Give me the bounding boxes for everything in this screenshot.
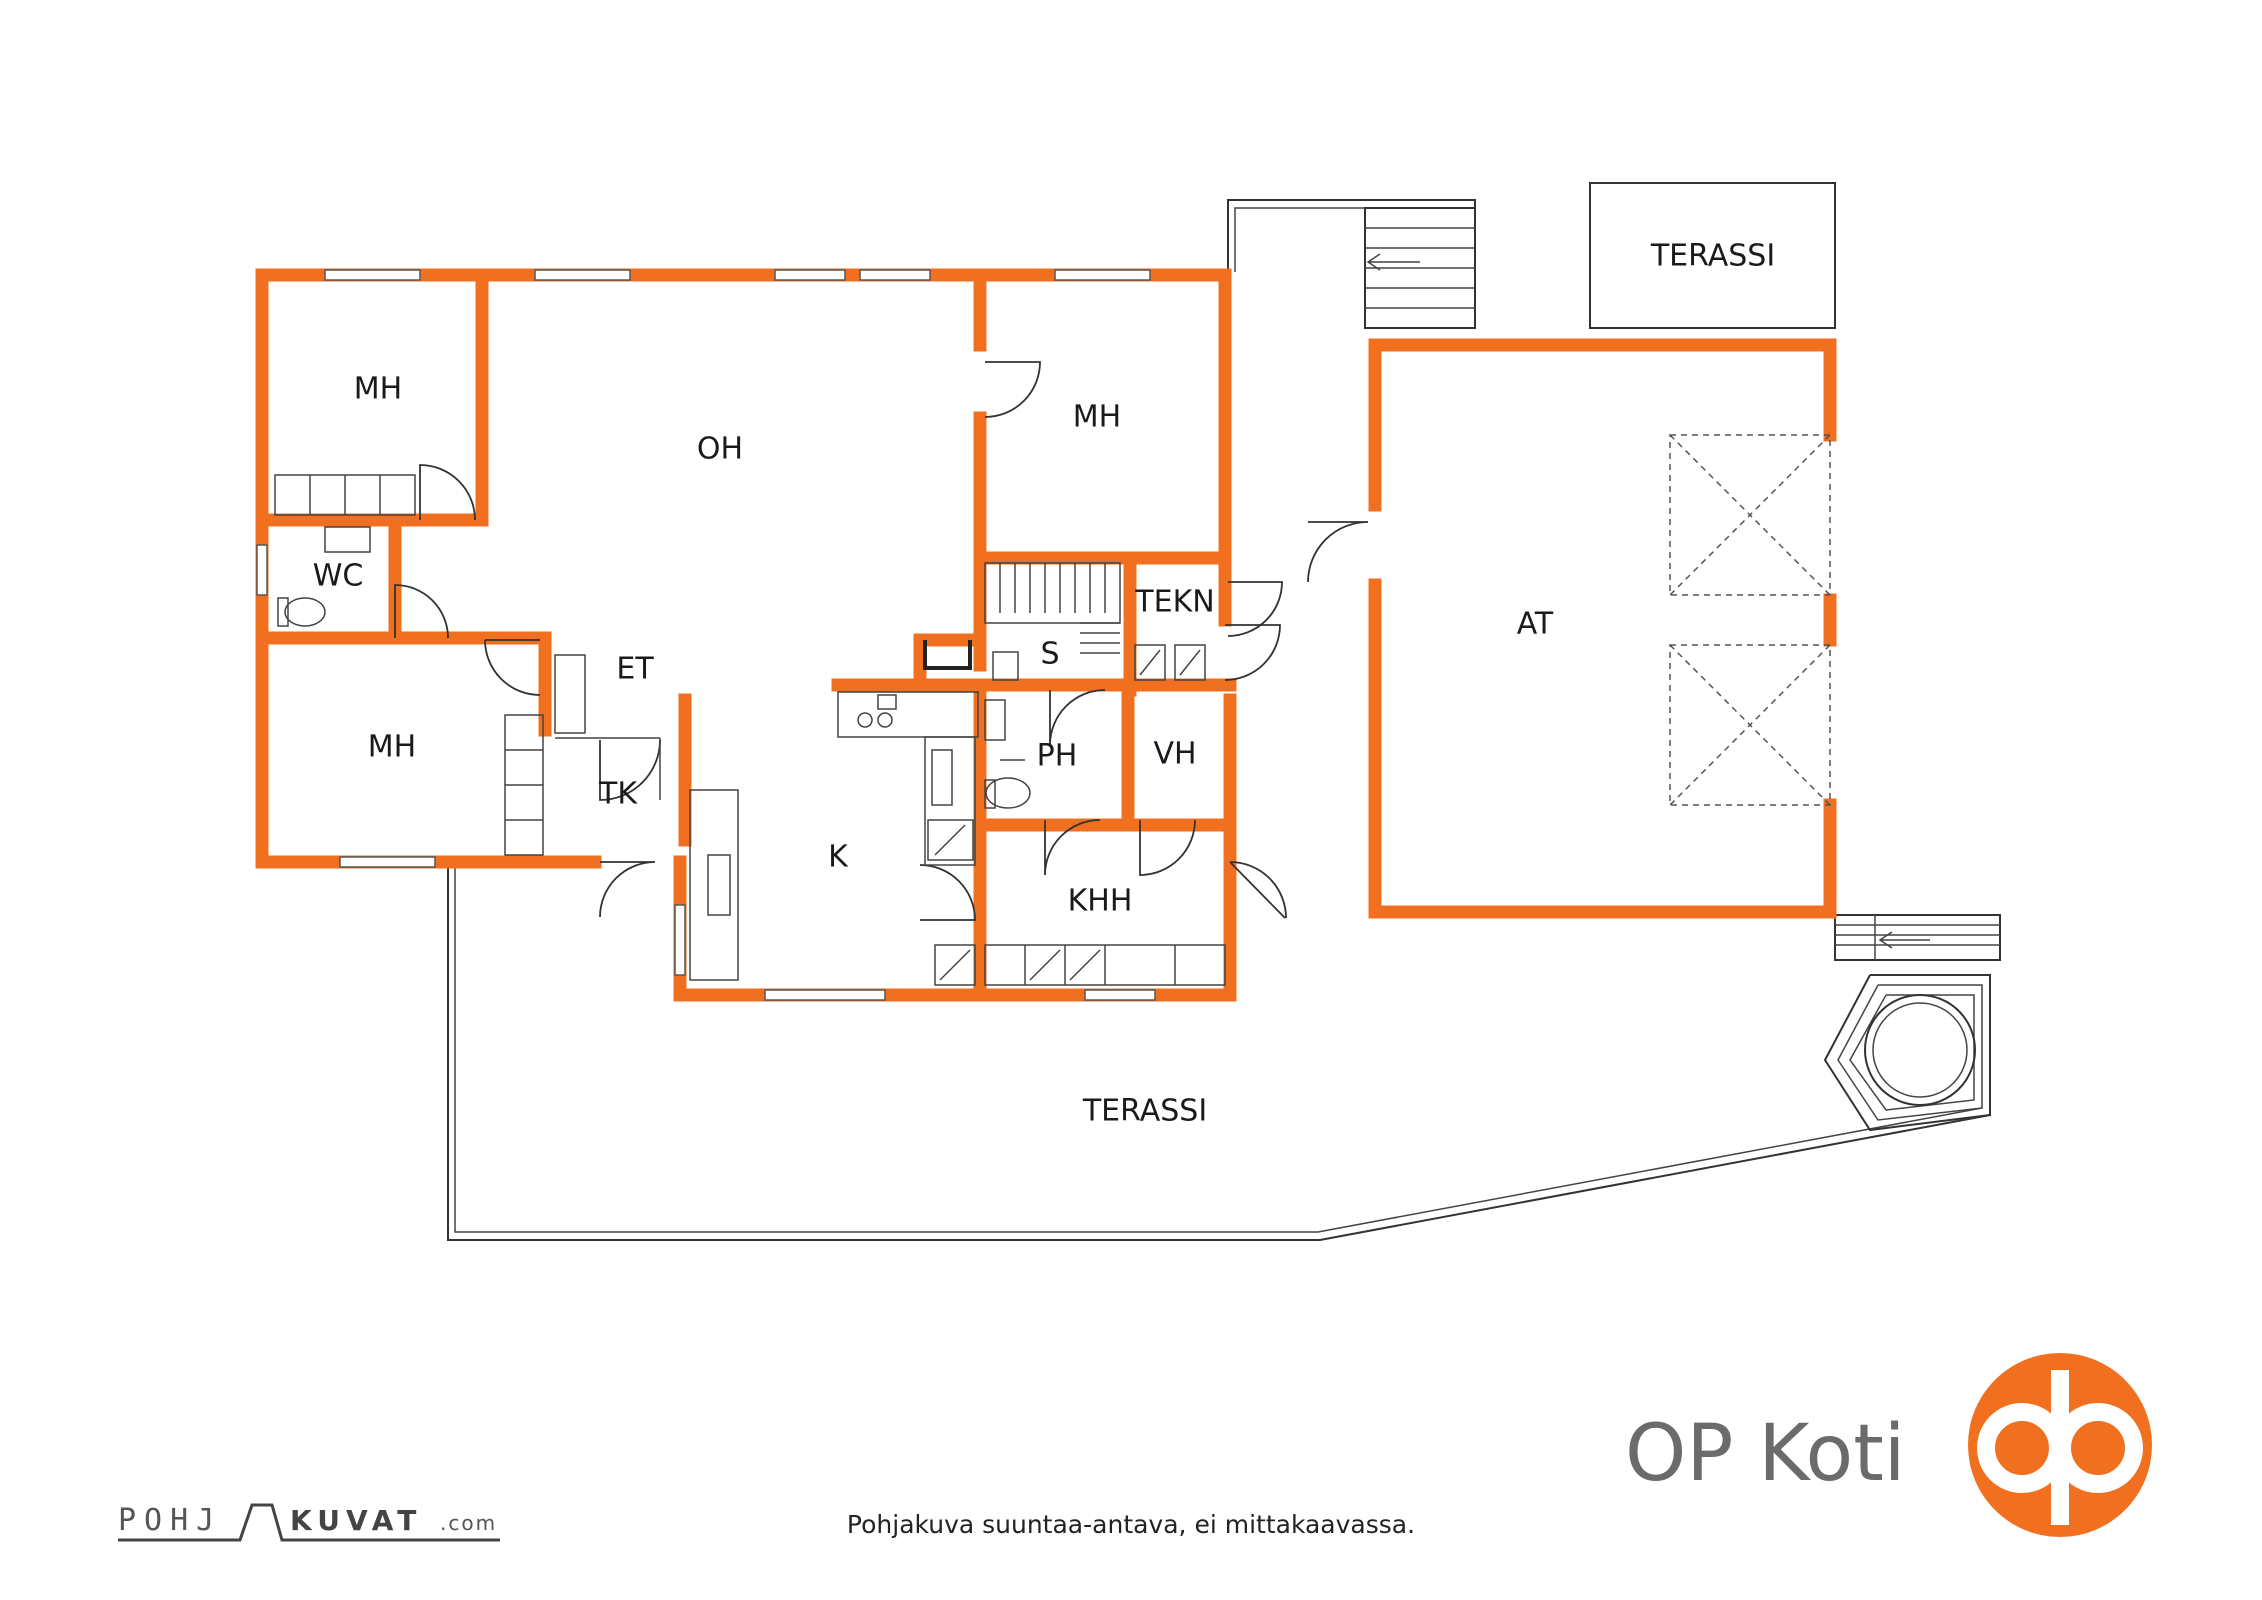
room-label-terassi-top: TERASSI <box>1650 239 1775 274</box>
room-label-mh2: MH <box>1073 400 1121 435</box>
pohjakuvat-credit: POHJ KUVAT .com <box>118 1503 500 1542</box>
op-logo-icon <box>1968 1353 2152 1537</box>
room-label-oh: OH <box>697 432 743 467</box>
terrace-outlines <box>447 182 2001 1241</box>
room-label-et: ET <box>616 652 654 687</box>
credit-part2: KUVAT <box>290 1504 422 1537</box>
doors <box>394 361 1369 921</box>
room-label-khh: KHH <box>1068 884 1133 919</box>
brand-name: OP Koti <box>1625 1409 1905 1499</box>
op-koti-brand: OP Koti <box>1625 1353 2152 1537</box>
room-label-k: K <box>828 840 849 875</box>
room-label-wc: WC <box>313 559 364 594</box>
disclaimer-caption: Pohjakuva suuntaa-antava, ei mittakaavas… <box>847 1510 1415 1539</box>
room-label-tk: TK <box>598 777 638 812</box>
room-label-terassi-bottom: TERASSI <box>1082 1094 1207 1129</box>
room-label-vh: VH <box>1153 737 1196 772</box>
room-label-ph: PH <box>1037 739 1078 774</box>
room-label-mh3: MH <box>368 730 416 765</box>
garage-walls <box>1368 338 1837 919</box>
room-labels: MH OH MH WC TEKN S ET MH TK PH VH K KHH … <box>313 239 1776 1129</box>
windows <box>256 269 1156 1001</box>
room-label-at: AT <box>1517 607 1554 642</box>
room-label-mh1: MH <box>354 372 402 407</box>
room-label-tekn: TEKN <box>1134 585 1214 620</box>
credit-part1: POHJ <box>118 1503 222 1538</box>
room-label-s: S <box>1040 637 1059 672</box>
fixtures <box>274 474 1226 986</box>
credit-part3: .com <box>440 1511 497 1535</box>
